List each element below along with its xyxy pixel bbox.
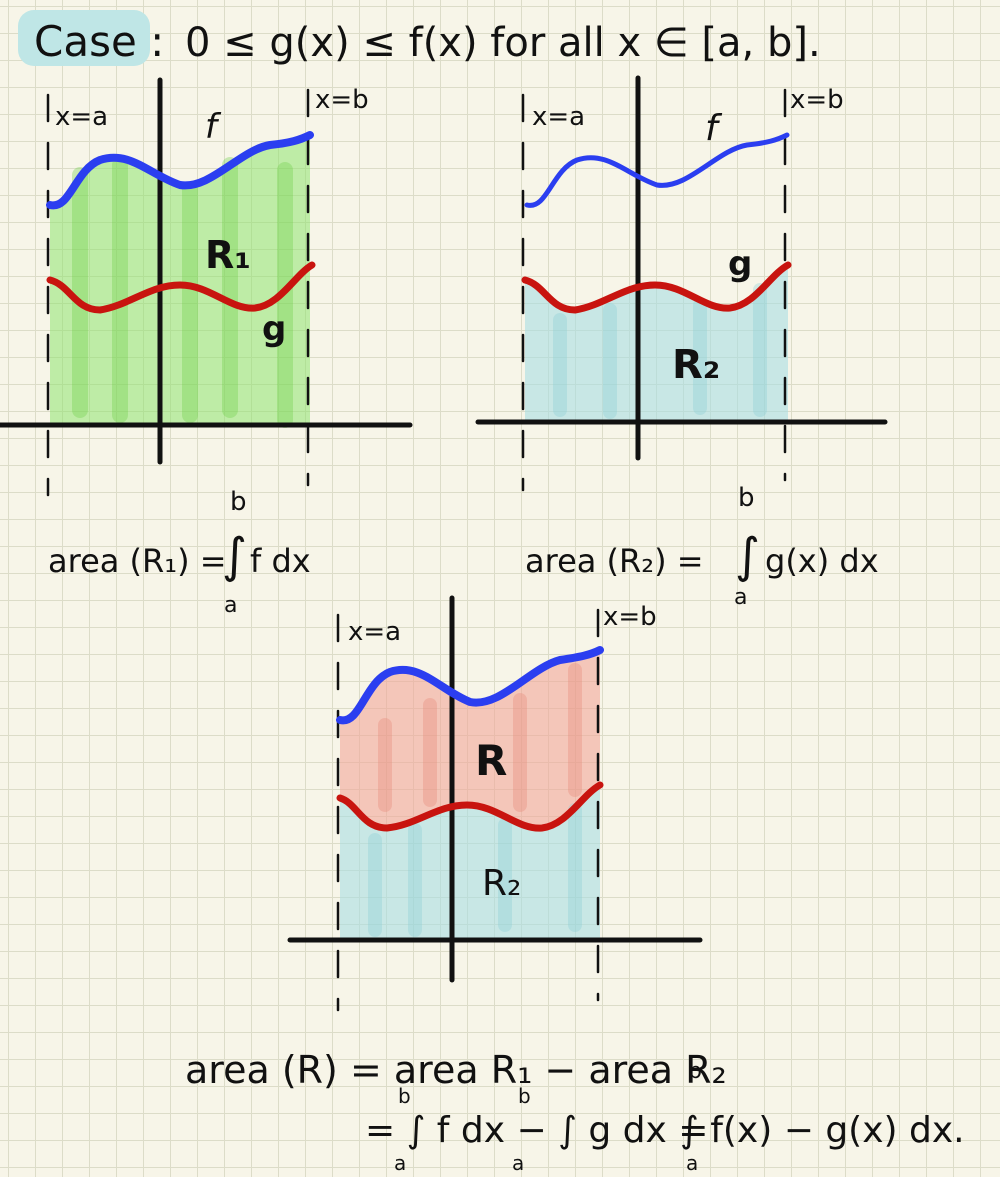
case-highlight (18, 10, 150, 66)
upper-limit: b (230, 487, 247, 517)
g-curve (336, 781, 604, 832)
limit-a-1: a (394, 1151, 406, 1175)
region-label: R₂ (672, 342, 720, 388)
limit-a-3: a (686, 1151, 698, 1175)
x-a-label: x=a (348, 617, 401, 647)
region-r1 (50, 135, 310, 425)
limit-b-3: b (688, 1059, 702, 1084)
f-label: f (705, 108, 723, 149)
lower-limit: a (734, 585, 747, 610)
limit-b-1: b (398, 1084, 411, 1108)
g-label: g (728, 244, 752, 284)
x-b-label: x=b (315, 85, 369, 115)
panel-bottom: x=a x=b R R₂ (287, 595, 703, 1012)
case-label: Case : (34, 17, 164, 66)
x-a-label: x=a (532, 102, 585, 132)
final-formula: area (R) = area R₁ − area R₂ = ∫ f dx − … (185, 1048, 965, 1175)
lower-limit: a (224, 593, 237, 618)
g-label: g (262, 309, 286, 349)
integral-sign: ∫ (222, 528, 247, 584)
formula-line-2b: ∫ f(x) − g(x) dx. (680, 1110, 965, 1151)
f-label: f (205, 107, 222, 147)
formula-rhs: g(x) dx (765, 542, 879, 580)
panel-right: x=a x=b f g R₂ area (R₂) = ∫ b a g(x) dx (475, 75, 888, 610)
x-b-label: x=b (790, 85, 844, 115)
upper-limit: b (738, 483, 755, 513)
region-label: R₁ (205, 233, 251, 277)
integral-sign: ∫ (735, 528, 760, 584)
region-r (340, 650, 600, 829)
formula-line-2a: = ∫ f dx − ∫ g dx = (365, 1110, 708, 1151)
f-curve (46, 131, 314, 210)
x-b-label: x=b (603, 602, 657, 632)
x-a-label: x=a (55, 102, 108, 132)
g-curve (46, 261, 316, 314)
limit-b-2: b (518, 1084, 531, 1108)
region-r2 (340, 785, 600, 940)
formula-rhs: f dx (250, 542, 311, 580)
formula-lhs: area (R₂) = (525, 542, 704, 580)
region-label-r2: R₂ (482, 863, 521, 904)
case-condition: 0 ≤ g(x) ≤ f(x) for all x ∈ [a, b]. (185, 20, 821, 66)
region-r2 (525, 265, 788, 420)
region-label-r: R (475, 736, 507, 785)
limit-a-2: a (512, 1151, 524, 1175)
f-curve (524, 132, 790, 208)
f-curve (336, 646, 604, 725)
formula-line-1: area (R) = area R₁ − area R₂ (185, 1048, 727, 1092)
formula-lhs: area (R₁) = (48, 542, 227, 580)
g-curve (521, 261, 792, 314)
panel-left: x=a x=b f g R₁ area (R₁) = ∫ b a f dx (0, 77, 413, 618)
